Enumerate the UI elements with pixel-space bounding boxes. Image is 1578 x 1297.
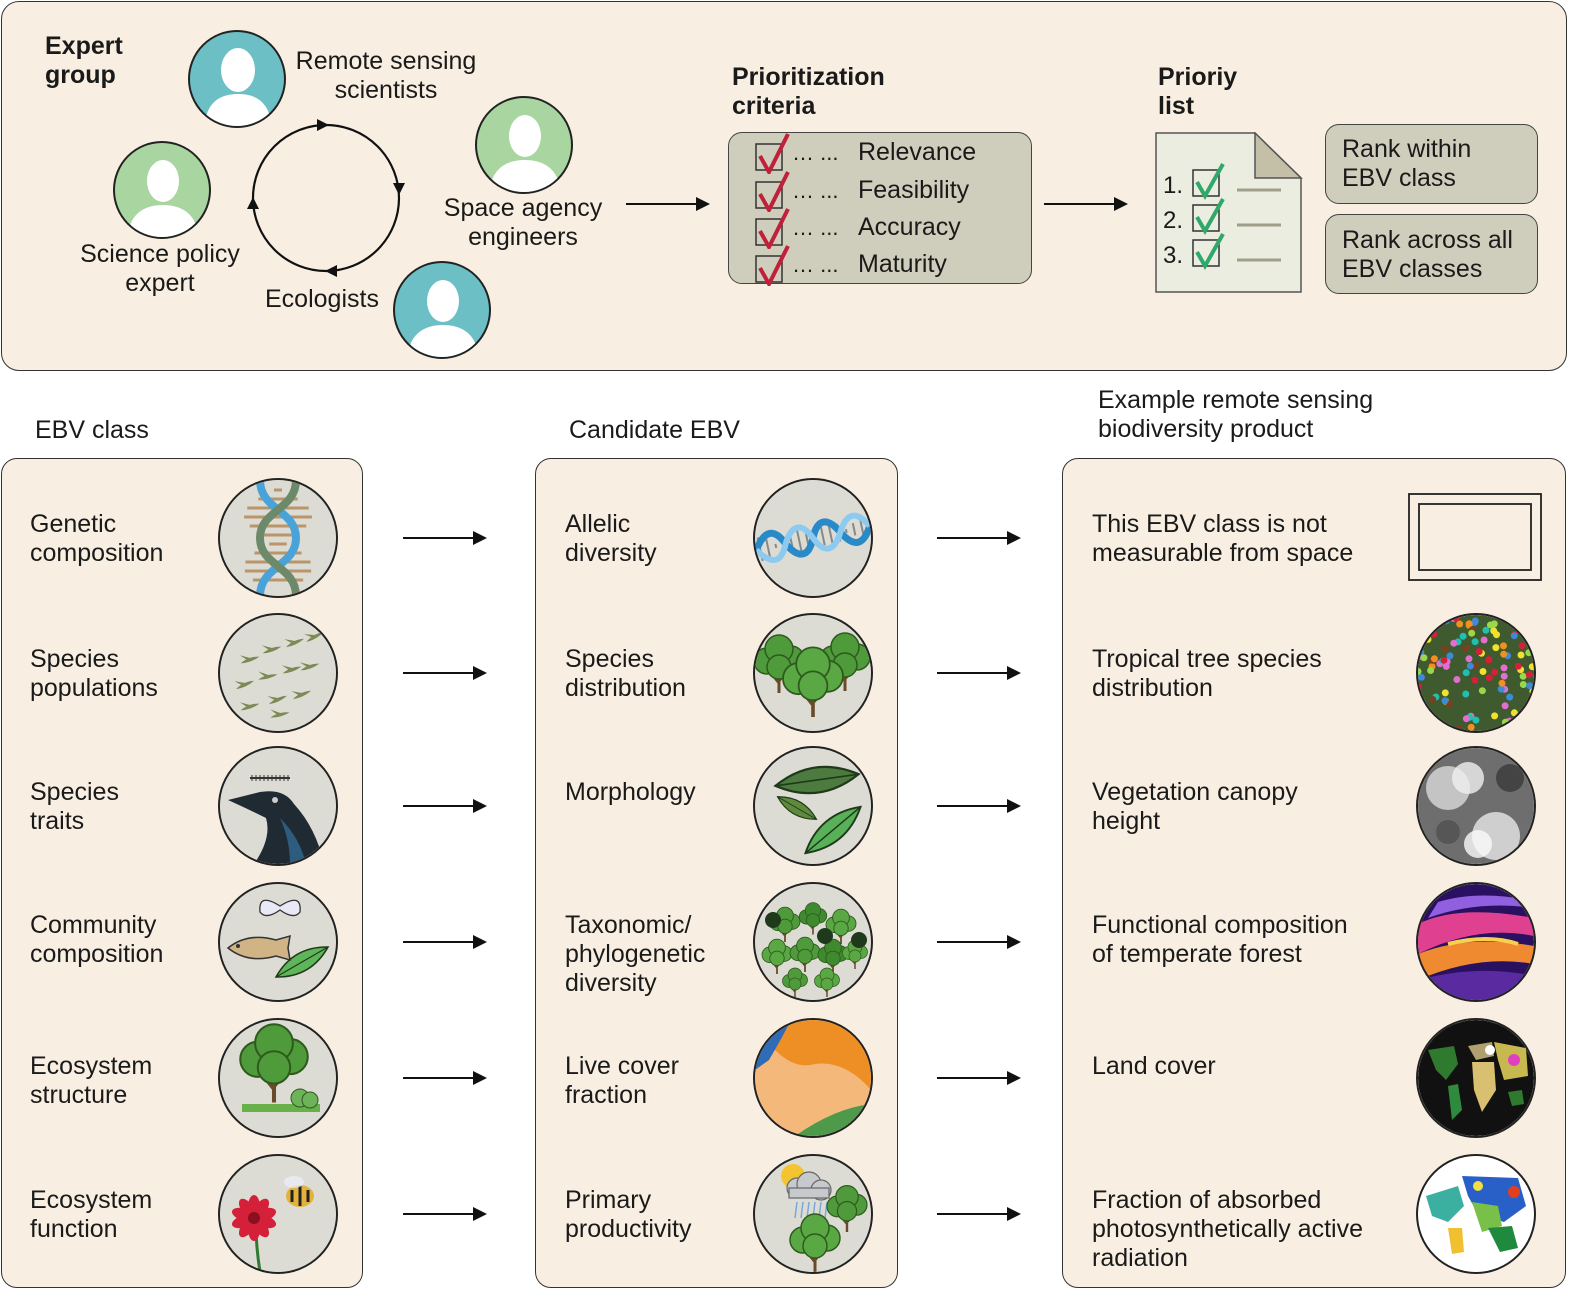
column-title-candidate: Candidate EBV: [569, 416, 740, 444]
person-icon-ecologist: [393, 261, 491, 359]
arrow-class-to-candidate: [403, 531, 487, 545]
priority-number-3: 3.: [1163, 242, 1184, 269]
arrow-candidate-to-product: [937, 935, 1021, 949]
candidate-ebv-icon: [753, 746, 873, 866]
product-image-icon: [1416, 1018, 1536, 1138]
candidate-ebv-label: Live cover fraction: [565, 1052, 679, 1109]
arrow-candidate-to-product: [937, 1207, 1021, 1221]
role-policy-expert: Science policy expert: [80, 240, 240, 297]
ebv-class-label: Species populations: [30, 645, 158, 702]
arrow-candidate-to-product: [937, 531, 1021, 545]
arrow-candidate-to-product: [937, 1071, 1021, 1085]
criteria-checkbox-icon: [755, 245, 790, 286]
rank-within-box: [1325, 124, 1538, 204]
product-label: This EBV class is not measurable from sp…: [1092, 510, 1354, 567]
candidate-ebv-label: Primary productivity: [565, 1186, 692, 1243]
candidate-ebv-icon: [753, 613, 873, 733]
criteria-checkbox-icon: [755, 171, 790, 212]
ebv-class-panel: [1, 458, 363, 1288]
arrow-candidate-to-product: [937, 799, 1021, 813]
arrow-class-to-candidate: [403, 799, 487, 813]
priority-number-1: 1.: [1163, 172, 1184, 199]
ebv-class-label: Ecosystem function: [30, 1186, 153, 1243]
ebv-class-icon: [218, 1154, 338, 1274]
candidate-ebv-panel: [535, 458, 898, 1288]
product-label: Vegetation canopy height: [1092, 778, 1298, 835]
product-label: Functional composition of temperate fore…: [1092, 911, 1348, 968]
criteria-dots: … ...: [792, 178, 839, 203]
criteria-dots: … ...: [792, 140, 839, 165]
ebv-class-icon: [218, 746, 338, 866]
ebv-class-label: Species traits: [30, 778, 119, 835]
candidate-ebv-label: Species distribution: [565, 645, 686, 702]
product-image-icon: [1416, 613, 1536, 733]
candidate-ebv-icon: [753, 882, 873, 1002]
ebv-class-icon: [218, 882, 338, 1002]
product-image-icon: [1416, 1154, 1536, 1274]
criteria-label: Relevance: [858, 138, 977, 166]
priority-number-2: 2.: [1163, 207, 1184, 234]
criteria-label: Feasibility: [858, 176, 970, 204]
ebv-class-label: Ecosystem structure: [30, 1052, 153, 1109]
candidate-ebv-icon: [753, 1018, 873, 1138]
criteria-label: Accuracy: [858, 213, 961, 241]
expert-group-title: Expert group: [45, 32, 123, 89]
criteria-label: Maturity: [858, 250, 947, 278]
role-remote-sensing: Remote sensing scientists: [295, 47, 477, 104]
product-label: Land cover: [1092, 1052, 1216, 1080]
empty-frame-icon: [1408, 493, 1542, 581]
ebv-class-icon: [218, 478, 338, 598]
role-ecologists: Ecologists: [265, 285, 379, 313]
candidate-ebv-label: Taxonomic/ phylogenetic diversity: [565, 911, 706, 997]
role-space-agency: Space agency engineers: [443, 194, 603, 251]
candidate-ebv-label: Morphology: [565, 778, 696, 806]
person-icon-policy-expert: [113, 141, 211, 239]
candidate-ebv-icon: [753, 478, 873, 598]
ebv-class-label: Community composition: [30, 911, 164, 968]
checklist-document-icon: [1155, 132, 1303, 293]
rank-within-label: Rank within EBV class: [1342, 135, 1472, 192]
ebv-class-icon: [218, 613, 338, 733]
candidate-ebv-label: Allelic diversity: [565, 510, 657, 567]
product-image-icon: [1416, 882, 1536, 1002]
criteria-checkbox-icon: [755, 208, 790, 249]
priority-title: Prioriy list: [1158, 63, 1238, 120]
arrow-to-criteria: [626, 197, 710, 211]
cycle-arrows-icon: [247, 119, 405, 277]
arrow-class-to-candidate: [403, 935, 487, 949]
arrow-class-to-candidate: [403, 1207, 487, 1221]
arrow-candidate-to-product: [937, 666, 1021, 680]
ebv-class-label: Genetic composition: [30, 510, 164, 567]
criteria-dots: … ...: [792, 215, 839, 240]
criteria-title: Prioritization criteria: [732, 63, 885, 120]
product-label: Fraction of absorbed photosynthetically …: [1092, 1186, 1363, 1272]
arrow-class-to-candidate: [403, 666, 487, 680]
arrow-class-to-candidate: [403, 1071, 487, 1085]
person-icon-remote-sensing: [188, 30, 286, 128]
rank-across-label: Rank across all EBV classes: [1342, 226, 1513, 283]
product-label: Tropical tree species distribution: [1092, 645, 1322, 702]
column-title-ebv-class: EBV class: [35, 416, 149, 444]
person-icon-space-engineer: [475, 96, 573, 194]
product-image-icon: [1416, 746, 1536, 866]
candidate-ebv-icon: [753, 1154, 873, 1274]
ebv-class-icon: [218, 1018, 338, 1138]
rank-across-box: [1325, 214, 1538, 294]
column-title-product: Example remote sensing biodiversity prod…: [1098, 386, 1374, 443]
arrow-to-priority: [1044, 197, 1128, 211]
product-panel: [1062, 458, 1566, 1288]
criteria-checkbox-icon: [755, 133, 790, 174]
criteria-dots: … ...: [792, 252, 839, 277]
